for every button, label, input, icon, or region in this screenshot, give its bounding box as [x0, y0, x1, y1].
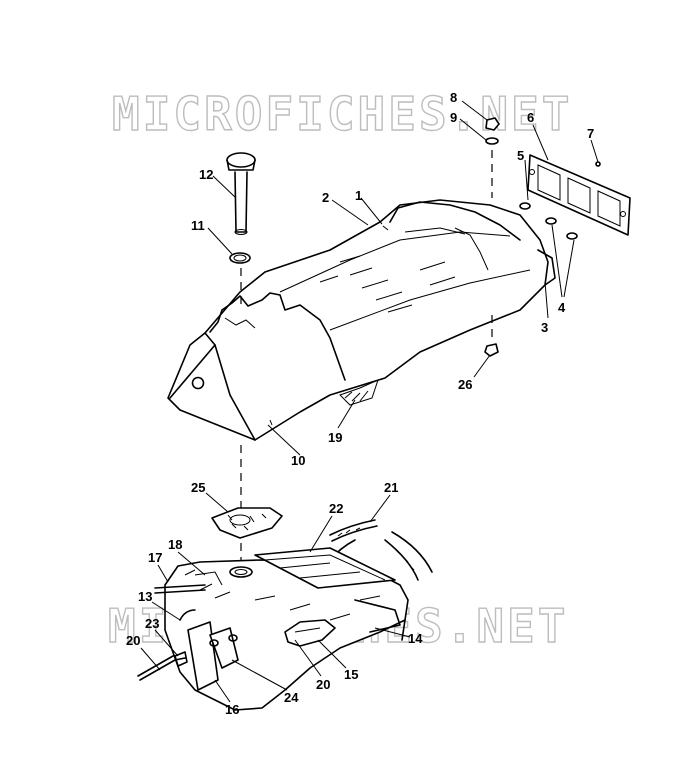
- callout-2: 2: [322, 190, 329, 205]
- callout-16: 16: [225, 702, 239, 717]
- filler-pad: [211, 507, 283, 539]
- fuel-filler-tube: [226, 152, 256, 310]
- callout-10: 10: [291, 453, 305, 468]
- seat-assembly: [167, 199, 556, 441]
- callout-24: 24: [284, 690, 299, 705]
- callout-12: 12: [199, 167, 213, 182]
- callout-23: 23: [145, 616, 159, 631]
- callout-5: 5: [517, 148, 524, 163]
- callout-18: 18: [168, 537, 182, 552]
- callout-8: 8: [450, 90, 457, 105]
- callout-26: 26: [458, 377, 472, 392]
- watermark-top: MICROFICHES.NET: [112, 87, 572, 141]
- trim-strips: [329, 519, 433, 581]
- fuel-tank: [137, 547, 409, 711]
- callout-15: 15: [344, 667, 358, 682]
- callout-25: 25: [191, 480, 205, 495]
- callout-3: 3: [541, 320, 548, 335]
- callout-11: 11: [191, 218, 205, 233]
- callout-20-left: 20: [126, 633, 140, 648]
- callout-21: 21: [384, 480, 398, 495]
- callout-22: 22: [329, 501, 343, 516]
- callout-labels: 1 2 3 4 5 6 7 8 9 10 11 12 13 14 15 16 1…: [126, 90, 594, 717]
- leader-lines: [140, 100, 599, 703]
- callout-7: 7: [587, 126, 594, 141]
- callout-19: 19: [328, 430, 342, 445]
- callout-6: 6: [527, 110, 534, 125]
- callout-13: 13: [138, 589, 152, 604]
- callout-4: 4: [558, 300, 566, 315]
- callout-17: 17: [148, 550, 162, 565]
- callout-14: 14: [408, 631, 423, 646]
- callout-9: 9: [450, 110, 457, 125]
- callout-20-bottom: 20: [316, 677, 330, 692]
- rear-grille: [484, 117, 631, 357]
- callout-1: 1: [355, 188, 362, 203]
